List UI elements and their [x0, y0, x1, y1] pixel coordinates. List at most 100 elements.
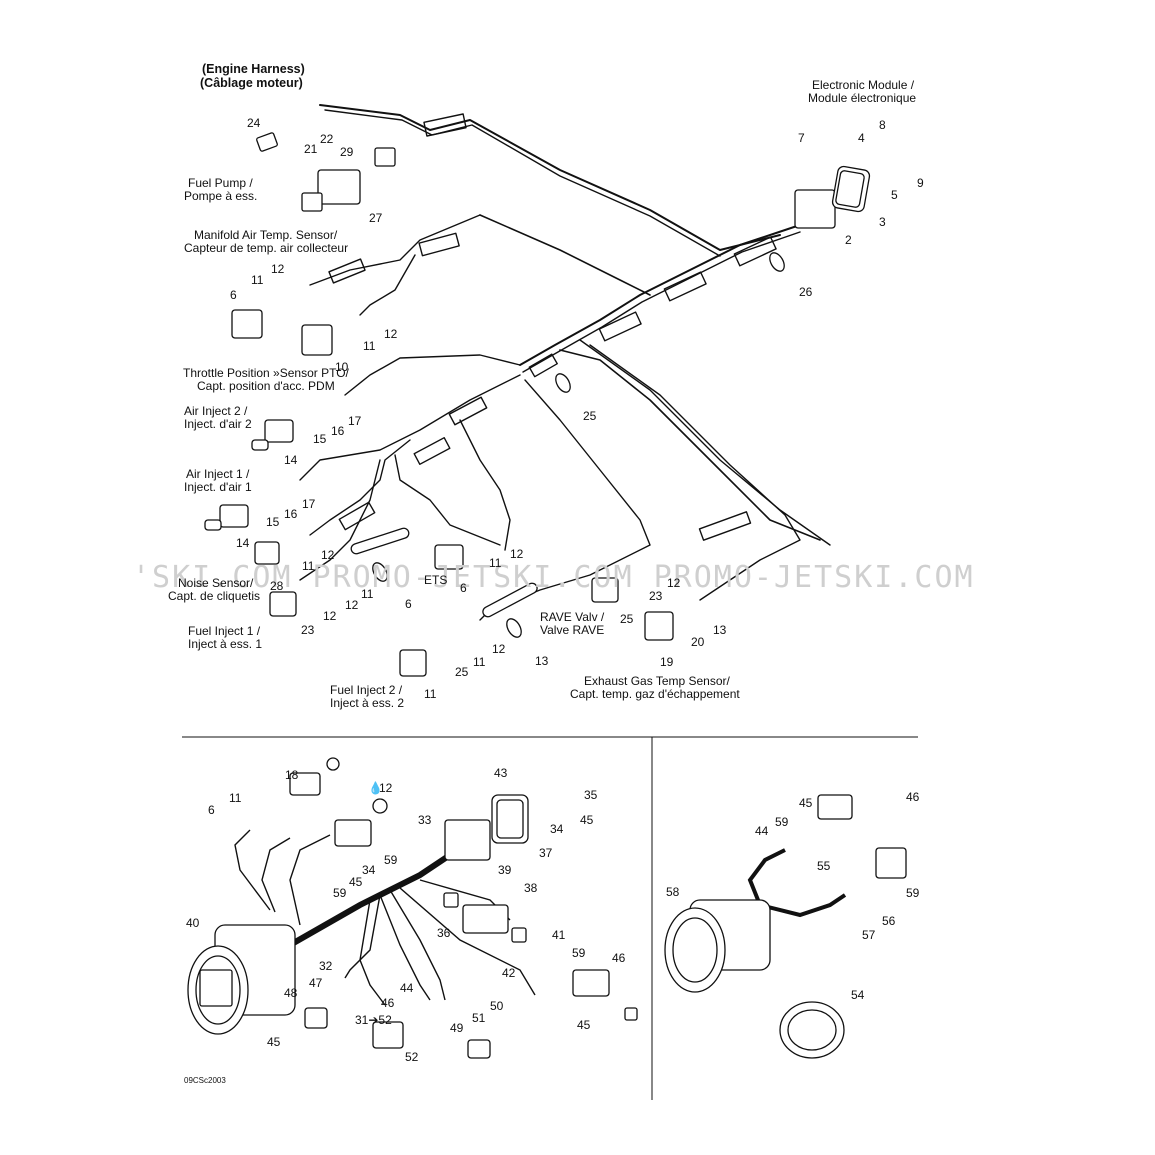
callout: 44 — [400, 981, 414, 995]
label-rave-valve-en: RAVE Valv / — [540, 610, 605, 624]
callout: 7 — [798, 131, 805, 145]
callout: 54 — [851, 988, 865, 1002]
callout: 59 — [384, 853, 398, 867]
title-en: (Engine Harness) — [202, 62, 305, 76]
callout: 46 — [612, 951, 626, 965]
callout: 12 — [379, 781, 393, 795]
callout: 29 — [340, 145, 354, 159]
callout: 22 — [320, 132, 334, 146]
callout: 13 — [713, 623, 727, 637]
callout: 49 — [450, 1021, 464, 1035]
callout: 12 — [345, 598, 359, 612]
callout: 36 — [437, 926, 451, 940]
callout: 11 — [229, 791, 242, 805]
callout: 48 — [284, 986, 298, 1000]
label-electronic-module-en: Electronic Module / — [812, 78, 915, 92]
callout: 43 — [494, 766, 508, 780]
callout: 11 — [363, 339, 376, 353]
callout: 51 — [472, 1011, 486, 1025]
label-air-inject-2-en: Air Inject 2 / — [184, 404, 248, 418]
callout: 4 — [858, 131, 865, 145]
callout: 20 — [691, 635, 705, 649]
label-air-inject-1-en: Air Inject 1 / — [186, 467, 250, 481]
label-ets: ETS — [424, 573, 448, 587]
callout: 11 — [302, 559, 315, 573]
callout: 12 — [510, 547, 524, 561]
title-fr: (Câblage moteur) — [200, 76, 303, 90]
label-air-inject-2-fr: Inject. d'air 2 — [184, 417, 252, 431]
callout: 2 — [845, 233, 852, 247]
callout: 25 — [455, 665, 469, 679]
callout: 12 — [384, 327, 398, 341]
label-fuel-pump-fr: Pompe à ess. — [184, 189, 258, 203]
drop-icon: 💧 — [368, 781, 383, 795]
callout: 38 — [524, 881, 538, 895]
callout: 33 — [418, 813, 432, 827]
callout: 59 — [775, 815, 789, 829]
label-electronic-module-fr: Module électronique — [808, 91, 917, 105]
label-exhaust-sensor-fr: Capt. temp. gaz d'échappement — [570, 687, 740, 701]
callout: 17 — [302, 497, 316, 511]
callout: 18 — [285, 768, 299, 782]
callout: 3 — [879, 215, 886, 229]
callout: 40 — [186, 916, 200, 930]
callout: 17 — [348, 414, 362, 428]
label-noise-sensor-fr: Capt. de cliquetis — [168, 589, 261, 603]
callout: 15 — [313, 432, 327, 446]
callout: 11 — [489, 556, 502, 570]
callout: 34 — [550, 822, 564, 836]
callout: 12 — [492, 642, 506, 656]
callout: 14 — [236, 536, 250, 550]
callout: 8 — [879, 118, 886, 132]
callout: 55 — [817, 859, 831, 873]
callout: 41 — [552, 928, 566, 942]
callout: 45 — [580, 813, 594, 827]
callout: 56 — [882, 914, 896, 928]
label-fuel-inject-2-fr: Inject à ess. 2 — [330, 696, 405, 710]
callout: 47 — [309, 976, 323, 990]
callout: 27 — [369, 211, 383, 225]
callout: 9 — [917, 176, 924, 190]
label-fuel-inject-1-fr: Inject à ess. 1 — [188, 637, 263, 651]
label-exhaust-sensor-en: Exhaust Gas Temp Sensor/ — [584, 674, 730, 688]
callout: 59 — [333, 886, 347, 900]
callout: 45 — [577, 1018, 591, 1032]
callout: 35 — [584, 788, 598, 802]
callout: 16 — [284, 507, 298, 521]
callout: 11 — [424, 687, 437, 701]
label-manifold-fr: Capteur de temp. air collecteur — [184, 241, 349, 255]
callout: 45 — [349, 875, 363, 889]
callout: 46 — [906, 790, 920, 804]
label-air-inject-1-fr: Inject. d'air 1 — [184, 480, 252, 494]
callout: 31➔52 — [355, 1013, 392, 1027]
watermark: 'SKI.COM PROMO-JETSKI.COM PROMO-JETSKI.C… — [132, 560, 975, 595]
callout: 23 — [301, 623, 315, 637]
callout: 42 — [502, 966, 516, 980]
callout: 14 — [284, 453, 298, 467]
callout: 45 — [799, 796, 813, 810]
callout: 52 — [405, 1050, 419, 1064]
callout: 6 — [405, 597, 412, 611]
callout: 45 — [267, 1035, 281, 1049]
callout: 46 — [381, 996, 395, 1010]
callout: 11 — [251, 273, 264, 287]
callout: 59 — [572, 946, 586, 960]
figure-code: 09CSc2003 — [184, 1076, 226, 1085]
callout: 37 — [539, 846, 553, 860]
callout: 59 — [906, 886, 920, 900]
label-throttle-fr: Capt. position d'acc. PDM — [197, 379, 335, 393]
callout: 12 — [321, 548, 335, 562]
callout: 6 — [230, 288, 237, 302]
callout: 23 — [649, 589, 663, 603]
callout: 19 — [660, 655, 674, 669]
label-throttle-en: Throttle Position »Sensor PTO/ — [183, 366, 349, 380]
callout: 11 — [473, 655, 486, 669]
label-fuel-pump-en: Fuel Pump / — [188, 176, 253, 190]
callout: 39 — [498, 863, 512, 877]
callout: 50 — [490, 999, 504, 1013]
callout: 32 — [319, 959, 333, 973]
label-fuel-inject-2-en: Fuel Inject 2 / — [330, 683, 403, 697]
callout: 11 — [361, 587, 374, 601]
